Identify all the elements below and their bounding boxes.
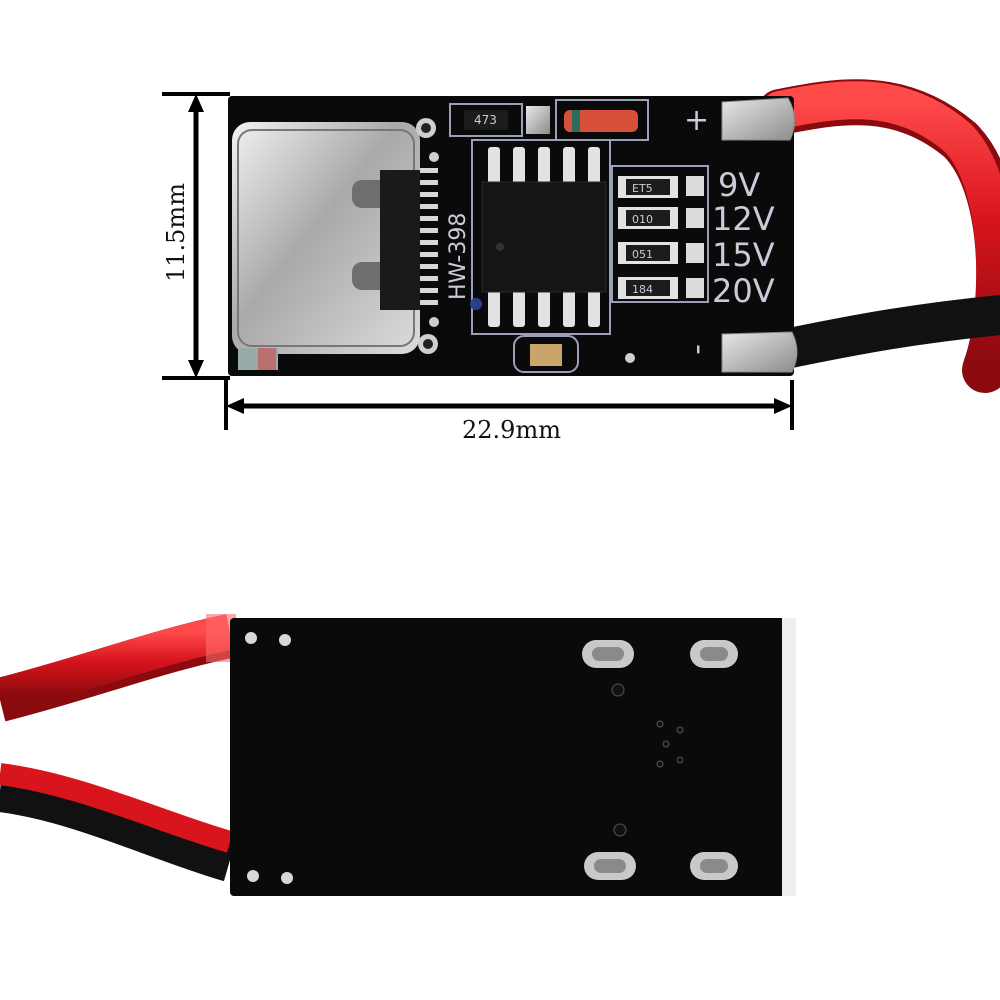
- svg-text:010: 010: [632, 213, 653, 226]
- dimension-annotations: [162, 92, 794, 430]
- voltage-resistors: ET5 010 051 184: [611, 165, 709, 303]
- svg-text:051: 051: [632, 248, 653, 261]
- board-back-view: [0, 614, 796, 896]
- height-dimension-label: 11.5mm: [162, 183, 190, 282]
- voltage-label-12v: 12V: [712, 200, 775, 238]
- voltage-label-20v: 20V: [712, 272, 775, 310]
- capacitor: [513, 335, 579, 373]
- black-wire-front: [760, 295, 1000, 370]
- width-dimension-label: 22.9mm: [462, 416, 561, 444]
- positive-mark: +: [684, 103, 709, 138]
- svg-text:ET5: ET5: [632, 182, 653, 195]
- negative-mark: -: [682, 344, 717, 355]
- solder-joint-positive: [721, 97, 795, 141]
- voltage-label-15v: 15V: [712, 236, 775, 274]
- voltage-labels: 9V 12V 15V 20V: [712, 166, 775, 310]
- back-solder-pads: [582, 640, 738, 880]
- voltage-label-9v: 9V: [718, 166, 760, 204]
- solder-joint-negative: [721, 331, 798, 373]
- pcb-back: [230, 618, 796, 896]
- usb-c-connector: [232, 122, 438, 354]
- svg-text:184: 184: [632, 283, 653, 296]
- svg-text:473: 473: [474, 113, 497, 127]
- resistor-473: 473: [449, 103, 523, 137]
- diode: [555, 99, 649, 141]
- main-ic: [471, 139, 611, 335]
- board-front-view: HW-398 473: [228, 79, 1000, 393]
- board-model-label: HW-398: [446, 213, 471, 300]
- black-wire-back: [0, 768, 237, 882]
